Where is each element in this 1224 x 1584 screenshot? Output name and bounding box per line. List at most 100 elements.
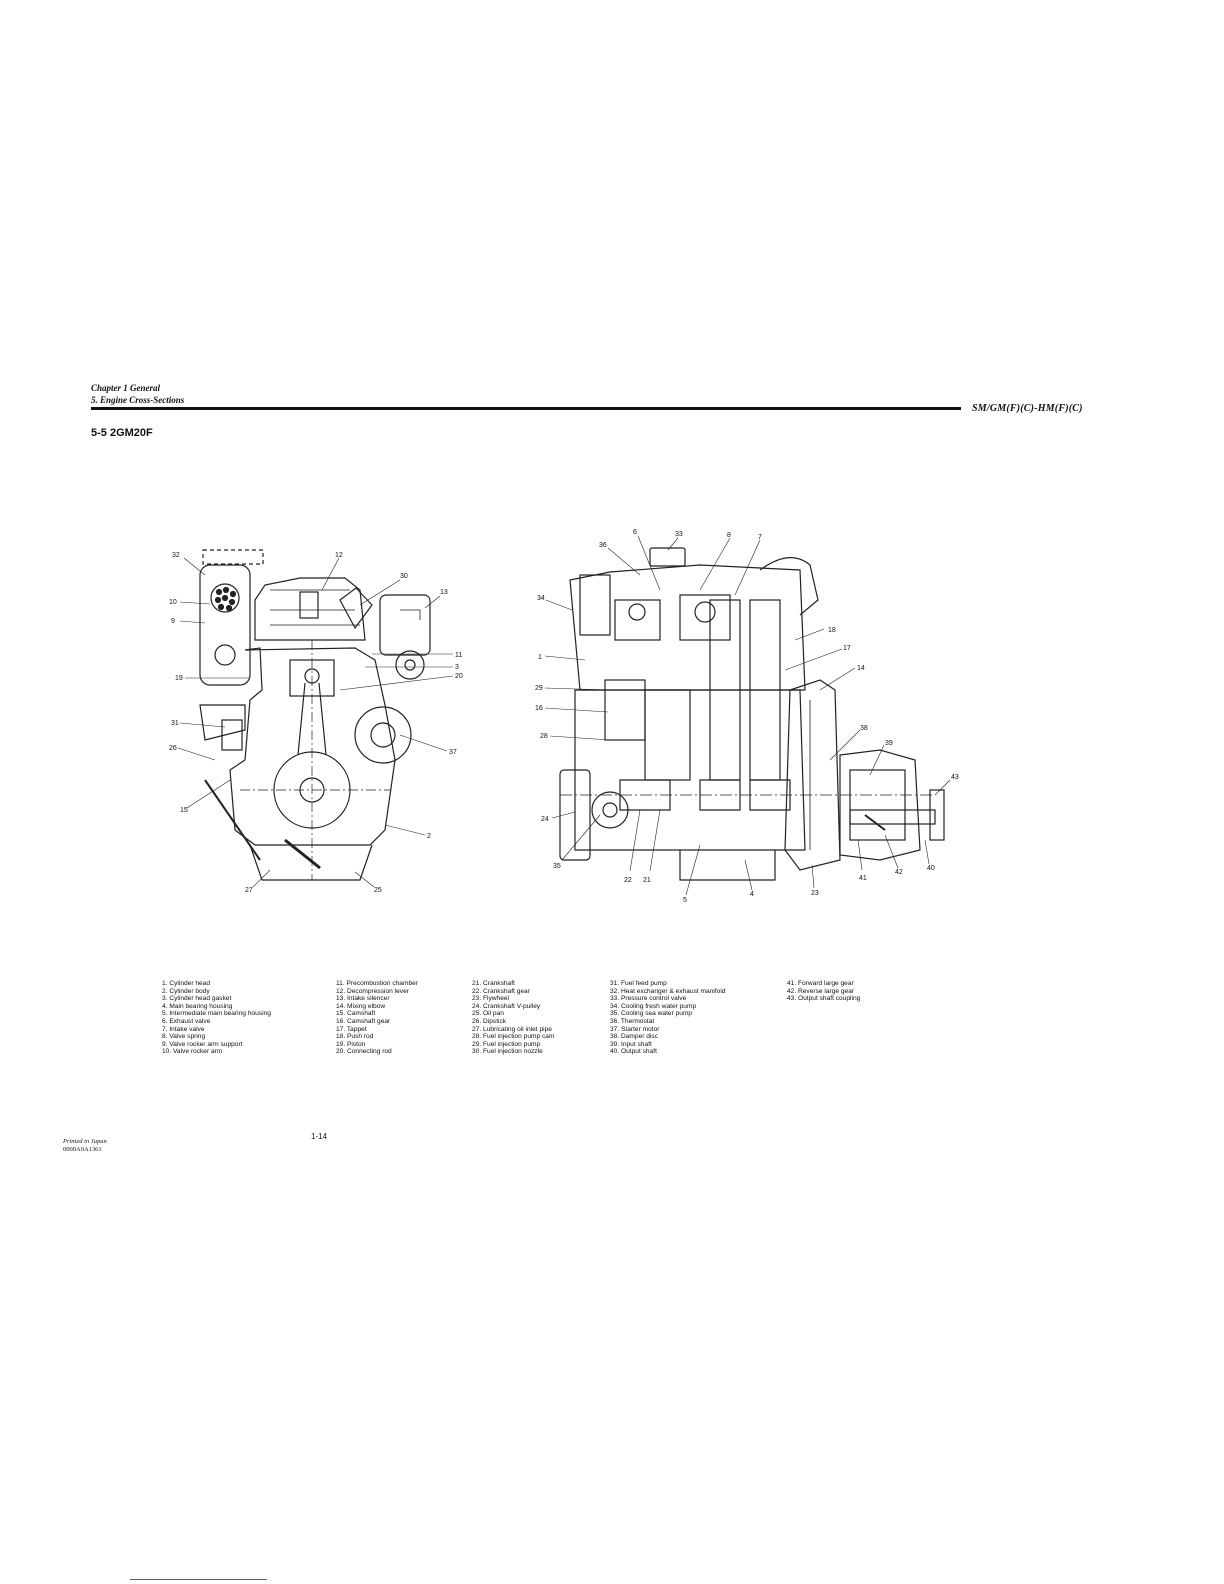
legend-item: 27. Lubricating oil inlet pipe xyxy=(472,1025,552,1033)
legend-column-5: 41. Forward large gear 42. Reverse large… xyxy=(787,980,860,1003)
figure-title: 5-5 2GM20F xyxy=(91,427,153,439)
callout-9: 9 xyxy=(171,618,175,625)
legend-item: 4. Main bearing housing xyxy=(162,1002,233,1010)
callout-10: 10 xyxy=(169,599,177,606)
side-view-leaders xyxy=(544,535,951,896)
callout-19: 19 xyxy=(175,675,183,682)
legend-item: 14. Mixing elbow xyxy=(336,1002,386,1010)
callout-25: 25 xyxy=(374,887,382,894)
callout-33: 33 xyxy=(675,531,683,538)
legend-item: 43. Output shaft coupling xyxy=(787,995,861,1003)
legend-item: 3. Cylinder head gasket xyxy=(162,995,232,1003)
legend-item: 10. Valve rocker arm xyxy=(162,1048,223,1056)
section-title: 5. Engine Cross-Sections xyxy=(91,395,185,405)
document-code: 0000A0A1361 xyxy=(63,1146,102,1153)
front-view-engine xyxy=(199,549,431,881)
legend-item: 20. Connecting rod xyxy=(336,1048,392,1056)
callout-4: 4 xyxy=(750,891,754,898)
callout-16: 16 xyxy=(535,705,543,712)
legend-column-3: 21. Crankshaft 22. Crankshaft gear 23. F… xyxy=(472,980,554,1056)
callout-7: 7 xyxy=(758,534,762,541)
callout-29: 29 xyxy=(535,685,543,692)
printed-note: Printed in Japan xyxy=(63,1138,107,1145)
legend-item: 28. Fuel injection pump cam xyxy=(472,1033,555,1041)
callout-3: 3 xyxy=(455,664,459,671)
callout-15: 15 xyxy=(180,807,188,814)
callout-43: 43 xyxy=(951,774,959,781)
front-view-callouts: 32 12 30 13 10 9 11 3 20 19 31 37 26 15 … xyxy=(169,552,463,894)
legend-item: 9. Valve rocker arm support xyxy=(162,1040,243,1048)
callout-36: 36 xyxy=(599,542,607,549)
legend-item: 21. Crankshaft xyxy=(472,980,515,987)
callout-41: 41 xyxy=(859,875,867,882)
callout-27: 27 xyxy=(245,887,253,894)
legend-item: 1. Cylinder head xyxy=(162,980,211,987)
legend-column-4: 31. Fuel feed pump 32. Heat exchanger & … xyxy=(610,980,725,1056)
legend-item: 17. Tappet xyxy=(336,1025,367,1033)
callout-2: 2 xyxy=(427,833,431,840)
legend-item: 12. Decompression lever xyxy=(336,987,409,995)
legend-item: 23. Flywheel xyxy=(472,995,510,1003)
callout-32: 32 xyxy=(172,552,180,559)
callout-8: 8 xyxy=(727,532,731,539)
callout-28: 28 xyxy=(540,733,548,740)
legend-item: 40. Output shaft xyxy=(610,1048,657,1056)
side-view-engine xyxy=(559,547,945,881)
callout-5: 5 xyxy=(683,897,687,904)
legend-item: 22. Crankshaft gear xyxy=(472,987,530,995)
callout-17: 17 xyxy=(843,645,851,652)
callout-37: 37 xyxy=(449,749,457,756)
legend-item: 30. Fuel injection nozzle xyxy=(472,1048,543,1056)
legend-item: 37. Starter motor xyxy=(610,1025,660,1033)
front-view-leaders xyxy=(177,557,454,888)
callout-35: 35 xyxy=(553,863,561,870)
callout-18: 18 xyxy=(828,627,836,634)
callout-26: 26 xyxy=(169,745,177,752)
legend-item: 18. Push rod xyxy=(336,1033,374,1041)
legend-item: 33. Pressure control valve xyxy=(610,995,687,1003)
legend-item: 13. Intake silencer xyxy=(336,995,390,1003)
side-view-callouts: 6 33 8 7 36 34 18 17 1 14 29 16 38 28 39… xyxy=(535,529,959,904)
legend-column-1: 1. Cylinder head 2. Cylinder body 3. Cyl… xyxy=(162,980,271,1056)
callout-30: 30 xyxy=(400,573,408,580)
legend-item: 6. Exhaust valve xyxy=(162,1017,211,1025)
chapter-title: Chapter 1 General xyxy=(91,383,161,393)
legend-item: 32. Heat exchanger & exhaust manifold xyxy=(610,987,726,995)
legend-item: 25. Oil pan xyxy=(472,1010,504,1018)
callout-14: 14 xyxy=(857,665,865,672)
legend-column-2: 11. Precombustion chamber 12. Decompress… xyxy=(336,980,418,1056)
callout-20: 20 xyxy=(455,673,463,680)
legend-item: 19. Piston xyxy=(336,1040,366,1048)
footer-link-underline xyxy=(130,1579,267,1580)
legend-item: 24. Crankshaft V-pulley xyxy=(472,1002,541,1010)
callout-6: 6 xyxy=(633,529,637,536)
page-number: 1-14 xyxy=(311,1132,328,1141)
legend-item: 2. Cylinder body xyxy=(162,987,210,995)
legend-item: 29. Fuel injection pump xyxy=(472,1040,541,1048)
legend-item: 31. Fuel feed pump xyxy=(610,980,667,987)
legend-item: 15. Camshaft xyxy=(336,1010,376,1018)
legend-item: 41. Forward large gear xyxy=(787,980,854,987)
legend-item: 7. Intake valve xyxy=(162,1025,205,1033)
legend-item: 42. Reverse large gear xyxy=(787,987,855,995)
callout-21: 21 xyxy=(643,877,651,884)
legend-item: 16. Camshaft gear xyxy=(336,1017,391,1025)
legend-item: 36. Thermostat xyxy=(610,1017,655,1025)
callout-13: 13 xyxy=(440,589,448,596)
legend-item: 5. Intermediate main bearing housing xyxy=(162,1010,271,1018)
header-rule xyxy=(91,407,961,410)
legend-item: 35. Cooling sea water pump xyxy=(610,1010,693,1018)
callout-11: 11 xyxy=(455,652,462,659)
legend-item: 39. Input shaft xyxy=(610,1040,652,1048)
callout-38: 38 xyxy=(860,725,868,732)
callout-22: 22 xyxy=(624,877,632,884)
legend-item: 26. Dipstick xyxy=(472,1017,507,1025)
callout-12: 12 xyxy=(335,552,343,559)
callout-1: 1 xyxy=(538,654,542,661)
callout-24: 24 xyxy=(541,816,549,823)
legend-item: 34. Cooling fresh water pump xyxy=(610,1002,697,1010)
callout-31: 31 xyxy=(171,720,179,727)
legend-item: 38. Damper disc xyxy=(610,1033,659,1041)
callout-40: 40 xyxy=(927,865,935,872)
